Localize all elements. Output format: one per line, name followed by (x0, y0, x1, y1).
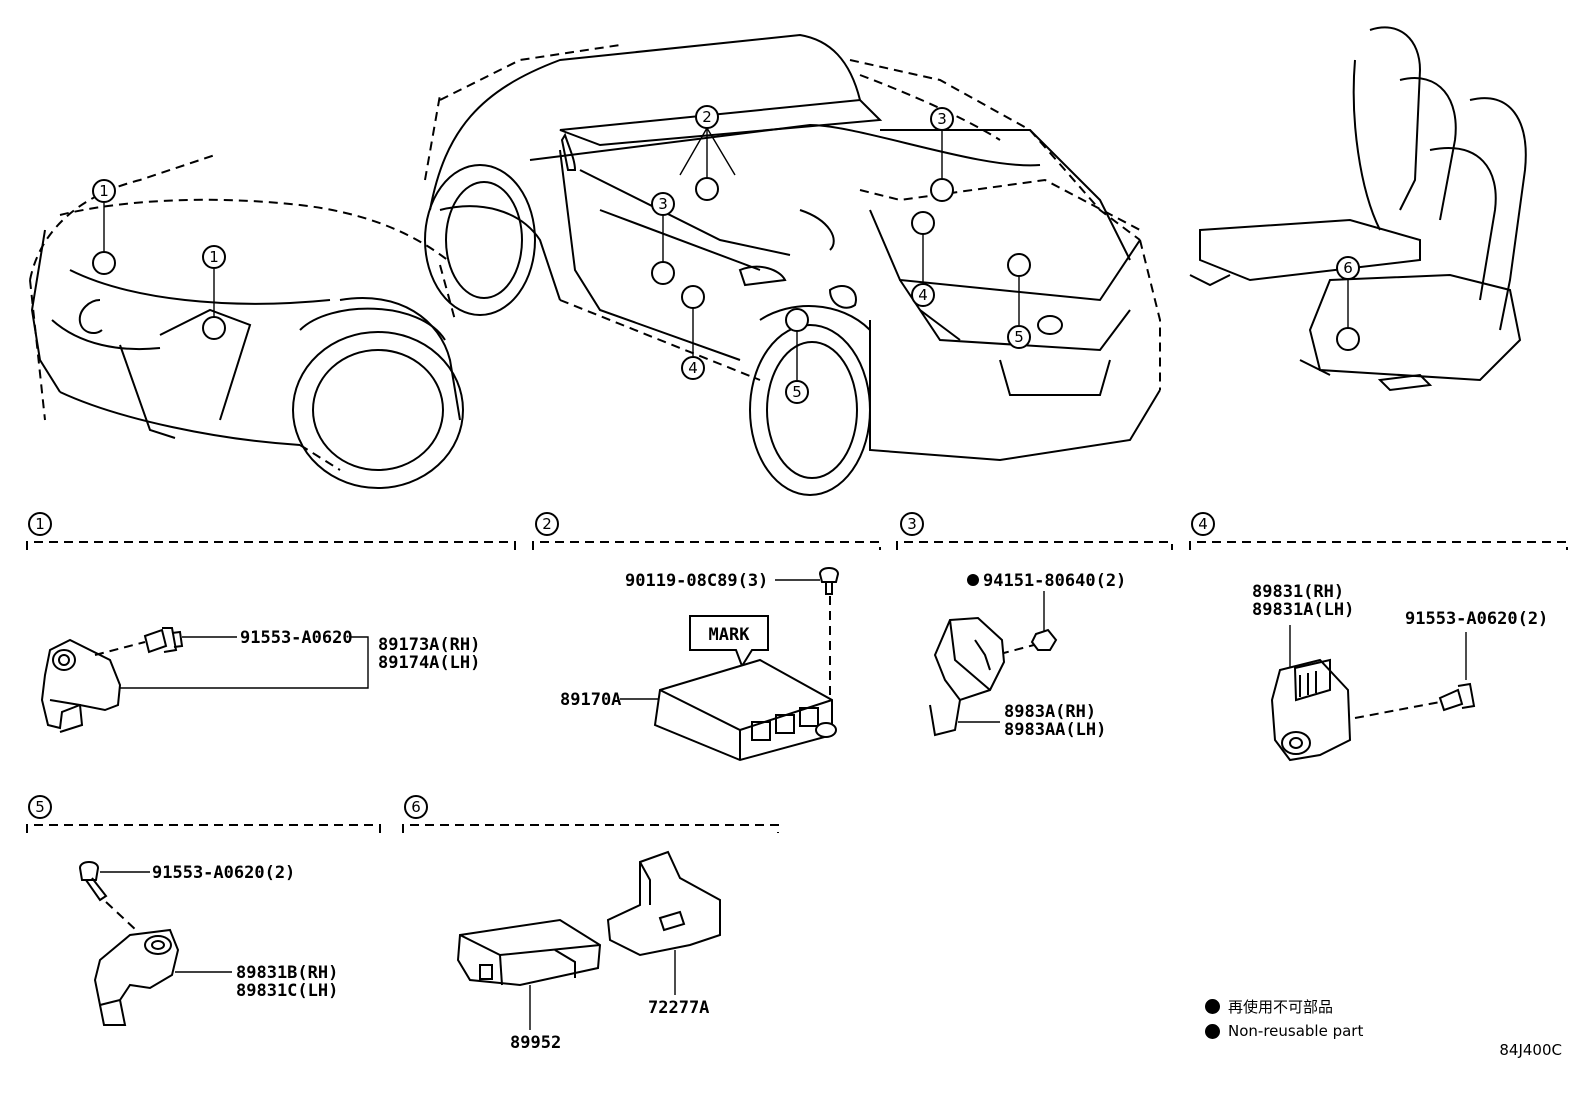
legend-en: Non-reusable part (1205, 1022, 1363, 1040)
bolt-drawing (143, 627, 184, 654)
callout-5-car-rear: 5 (1007, 325, 1031, 349)
callout-3-car-rear: 3 (930, 107, 954, 131)
section-1-header: 1 (26, 512, 516, 550)
section-headers: 1 2 3 4 5 6 (26, 512, 1568, 833)
svg-text:5: 5 (1014, 328, 1024, 346)
part-8983AA-LH: 8983AA(LH) (1004, 720, 1106, 740)
svg-text:2: 2 (542, 515, 552, 533)
leader-lines-top (103, 127, 1349, 380)
part-90119-08C89: 90119-08C89(3) (625, 571, 768, 591)
airbag-ecu-drawing (653, 658, 837, 762)
section-2: 90119-08C89(3) MARK 89170A (560, 567, 840, 762)
legend-jp: 再使用不可部品 (1205, 996, 1333, 1017)
occupant-sensor-module-drawing (456, 918, 602, 987)
bolt-drawing-s5 (78, 861, 108, 902)
location-markers (92, 177, 1360, 351)
part-89174A-LH: 89174A(LH) (378, 653, 480, 673)
callout-3-car-front: 3 (651, 192, 675, 216)
bolt-drawing-s4 (1438, 682, 1476, 712)
callout-5-car-wheel: 5 (785, 380, 809, 404)
part-91553-A0620-2-s4: 91553-A0620(2) (1405, 609, 1548, 629)
part-8983A-RH: 8983A(RH) (1004, 702, 1096, 722)
svg-text:6: 6 (411, 798, 421, 816)
svg-text:3: 3 (907, 515, 917, 533)
svg-text:1: 1 (99, 182, 109, 200)
svg-text:1: 1 (35, 515, 45, 533)
part-94151-80640: 94151-80640(2) (983, 571, 1126, 591)
svg-text:1: 1 (209, 248, 219, 266)
figure-code: 84J400C (1499, 1041, 1562, 1059)
callout-6-seat: 6 (1336, 256, 1360, 280)
part-89831C-LH: 89831C(LH) (236, 981, 338, 1001)
side-airbag-sensor-drawing (929, 616, 1006, 737)
section-2-header: 2 (532, 512, 881, 550)
non-reusable-mark (967, 574, 979, 586)
seat-illustration (1189, 26, 1527, 392)
part-89831-RH: 89831(RH) (1252, 582, 1344, 602)
callout-4-car-rear: 4 (911, 283, 935, 307)
section-5-header: 5 (26, 795, 381, 833)
svg-text:4: 4 (918, 286, 928, 304)
svg-text:4: 4 (1198, 515, 1208, 533)
section-4: 89831(RH) 89831A(LH) 91553-A0620(2) (1252, 582, 1548, 762)
ecu-bolt-drawing (818, 567, 840, 595)
section-5: 91553-A0620(2) 89831B(RH) 89831C(LH) (78, 861, 338, 1026)
section-6: 89952 72277A (456, 850, 721, 1053)
bracket-drawing (606, 850, 721, 957)
front-vehicle-illustration (29, 154, 464, 489)
part-89831B-RH: 89831B(RH) (236, 963, 338, 983)
svg-text:6: 6 (1343, 259, 1353, 277)
part-89831A-LH: 89831A(LH) (1252, 600, 1354, 620)
part-72277A: 72277A (648, 998, 709, 1018)
rear-vehicle-illustration (424, 33, 1161, 496)
bullet-icon (1205, 1023, 1220, 1039)
part-91553-A0620-2-s5: 91553-A0620(2) (152, 863, 295, 883)
section-3-header: 3 (896, 512, 1173, 550)
legend-jp-text: 再使用不可部品 (1228, 998, 1334, 1016)
section-4-header: 4 (1189, 512, 1568, 550)
svg-text:3: 3 (658, 195, 668, 213)
callout-1-front-lower: 1 (202, 245, 226, 269)
svg-text:MARK: MARK (709, 625, 751, 645)
section-3: 94151-80640(2) 8983A(RH) 8983AA(LH) (929, 571, 1126, 740)
legend-en-text: Non-reusable part (1228, 1022, 1364, 1040)
part-89173A-RH: 89173A(RH) (378, 635, 480, 655)
svg-text:3: 3 (937, 110, 947, 128)
svg-text:4: 4 (688, 359, 698, 377)
callout-numbers-top: 1 1 2 3 3 4 4 5 5 6 (92, 105, 1360, 404)
part-89952: 89952 (510, 1033, 561, 1053)
callout-1-front-upper: 1 (92, 179, 116, 203)
rear-impact-sensor-drawing (93, 928, 180, 1026)
svg-text:2: 2 (702, 108, 712, 126)
svg-text:5: 5 (792, 383, 802, 401)
callout-4-car-side: 4 (681, 356, 705, 380)
part-89170A: 89170A (560, 690, 621, 710)
nut-drawing (1030, 628, 1058, 651)
front-airbag-sensor-drawing (40, 638, 122, 733)
bullet-icon (1205, 999, 1220, 1014)
rear-side-sensor-drawing (1270, 658, 1352, 762)
svg-text:5: 5 (35, 798, 45, 816)
mark-label: MARK (689, 615, 769, 669)
callout-2-car: 2 (695, 105, 719, 129)
section-1: 91553-A0620 89173A(RH) 89174A(LH) (40, 627, 480, 733)
part-91553-A0620: 91553-A0620 (240, 628, 353, 648)
section-6-header: 6 (402, 795, 779, 833)
